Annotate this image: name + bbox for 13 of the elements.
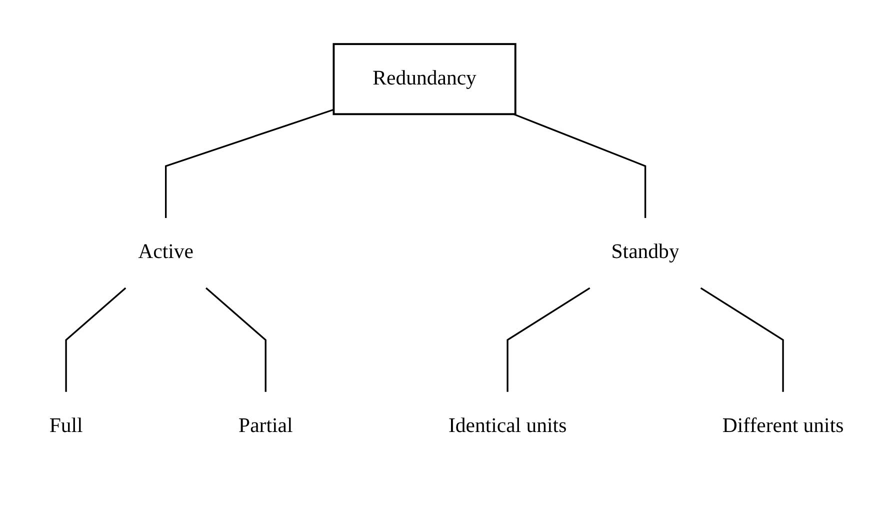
node-text: Full bbox=[49, 415, 83, 438]
node-text: Partial bbox=[238, 415, 293, 438]
node-box: Redundancy bbox=[332, 43, 516, 116]
connector bbox=[506, 287, 590, 392]
node-text: Identical units bbox=[448, 415, 567, 438]
node-text: Standby bbox=[611, 241, 680, 264]
connector bbox=[206, 287, 266, 392]
node-text: Active bbox=[138, 241, 194, 264]
connector bbox=[513, 113, 646, 218]
node-text: Different units bbox=[722, 415, 844, 438]
connector bbox=[700, 287, 784, 392]
connector bbox=[65, 287, 126, 392]
connector bbox=[165, 108, 334, 218]
